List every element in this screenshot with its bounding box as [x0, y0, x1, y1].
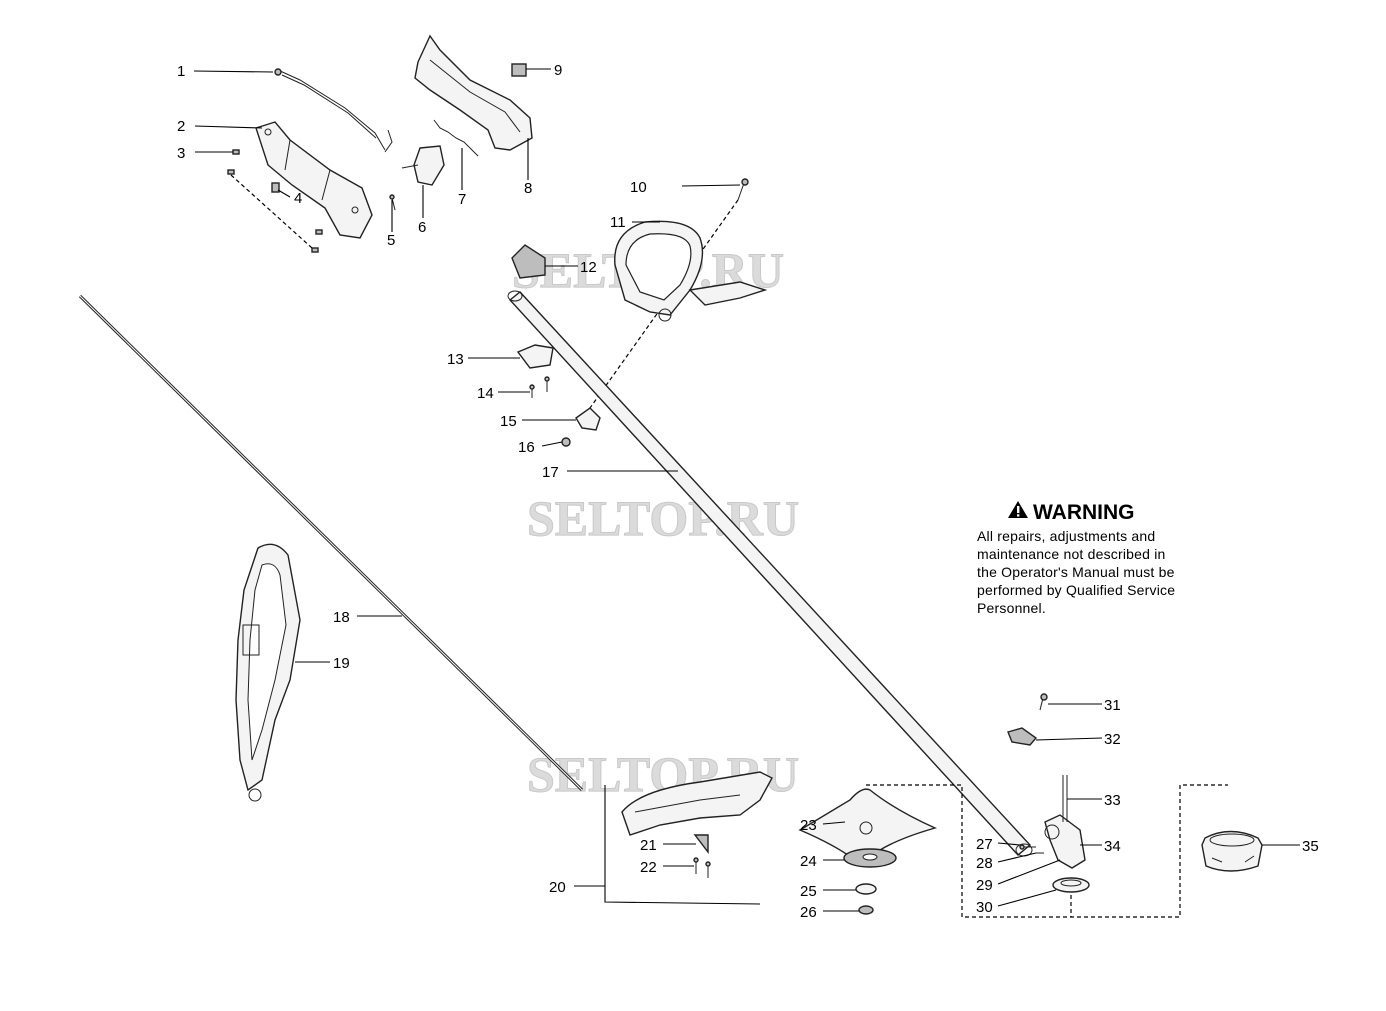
part-screws-clamp: [529, 376, 550, 398]
warning-line: maintenance not described in: [977, 546, 1166, 562]
part-cup: [1052, 877, 1090, 893]
callout-22: 22: [640, 859, 657, 876]
callout-15: 15: [500, 413, 517, 430]
callout-29: 29: [976, 877, 993, 894]
callout-34: 34: [1104, 838, 1121, 855]
part-guard: [621, 771, 773, 836]
callout-27: 27: [976, 836, 993, 853]
callout-6: 6: [418, 219, 426, 236]
part-bolt: [737, 178, 749, 201]
part-screws-handle: [227, 149, 323, 253]
warning-title-row: WARNING: [977, 500, 1217, 525]
part-throttle-cable: [274, 68, 393, 153]
warning-notice: WARNING All repairs, adjustments and mai…: [977, 500, 1217, 617]
callout-3: 3: [177, 145, 185, 162]
callout-25: 25: [800, 883, 817, 900]
part-handle-half: [414, 34, 533, 151]
warning-title: WARNING: [1033, 500, 1135, 524]
callout-19: 19: [333, 655, 350, 672]
part-handle-housing: [255, 121, 373, 239]
part-bolt-top: [1039, 693, 1048, 711]
part-gearbox-clamp: [1007, 727, 1038, 746]
part-switch: [511, 63, 527, 77]
part-blade-nut: [858, 905, 874, 915]
callout-9: 9: [554, 62, 562, 79]
dashed-assembly-lines: [866, 784, 1228, 918]
part-screws-guard: [693, 857, 711, 878]
callout-17: 17: [542, 464, 559, 481]
warning-line: All repairs, adjustments and: [977, 528, 1156, 544]
callout-8: 8: [524, 180, 532, 197]
callout-35: 35: [1302, 838, 1319, 855]
callout-31: 31: [1104, 697, 1121, 714]
warning-line: Personnel.: [977, 600, 1046, 616]
callout-11: 11: [610, 214, 626, 231]
leader-lines: [193, 68, 1300, 912]
callout-18: 18: [333, 609, 350, 626]
warning-line: the Operator's Manual must be: [977, 564, 1175, 580]
part-gearbox-screw: [1019, 844, 1036, 850]
part-nut: [561, 437, 571, 447]
callout-16: 16: [518, 439, 535, 456]
callout-28: 28: [976, 855, 993, 872]
part-clamp: [516, 344, 554, 369]
callout-14: 14: [477, 385, 494, 402]
part-washer-large: [843, 848, 897, 868]
watermark-middle: SELTOP.RU: [527, 490, 799, 546]
part-throttle-trigger: [401, 145, 445, 186]
warning-text: All repairs, adjustments and maintenance…: [977, 527, 1217, 617]
callout-5: 5: [387, 232, 395, 249]
callout-12: 12: [580, 259, 597, 276]
callout-2: 2: [177, 118, 185, 135]
part-guard-bracket: [693, 834, 709, 855]
part-spring: [433, 119, 479, 157]
part-gearbox: [1044, 814, 1086, 869]
part-drive-shaft: [78, 294, 584, 792]
callout-20: 20: [549, 879, 566, 896]
callout-labels: 1 2 3 4 5 6 7 8 9 10 11 12 13 14 15 16 1…: [177, 62, 1319, 921]
callout-23: 23: [800, 817, 817, 834]
callout-21: 21: [640, 837, 657, 854]
part-washer-small: [855, 883, 877, 895]
callout-1: 1: [177, 63, 185, 80]
callout-32: 32: [1104, 731, 1121, 748]
callout-7: 7: [458, 191, 466, 208]
part-trimmer-head: [1201, 830, 1263, 872]
part-loop-handle: [614, 220, 768, 322]
warning-triangle-icon: [1007, 500, 1029, 525]
callout-24: 24: [800, 853, 817, 870]
callout-4: 4: [294, 190, 302, 207]
warning-line: performed by Qualified Service: [977, 582, 1176, 598]
part-shoulder-strap: [235, 543, 301, 802]
callout-10: 10: [630, 179, 647, 196]
part-rod: [1062, 775, 1068, 822]
callout-26: 26: [800, 904, 817, 921]
part-bracket: [575, 407, 601, 431]
callout-30: 30: [976, 899, 993, 916]
callout-13: 13: [447, 351, 464, 368]
dashed-bolt-path: [584, 199, 739, 416]
callout-33: 33: [1104, 792, 1121, 809]
